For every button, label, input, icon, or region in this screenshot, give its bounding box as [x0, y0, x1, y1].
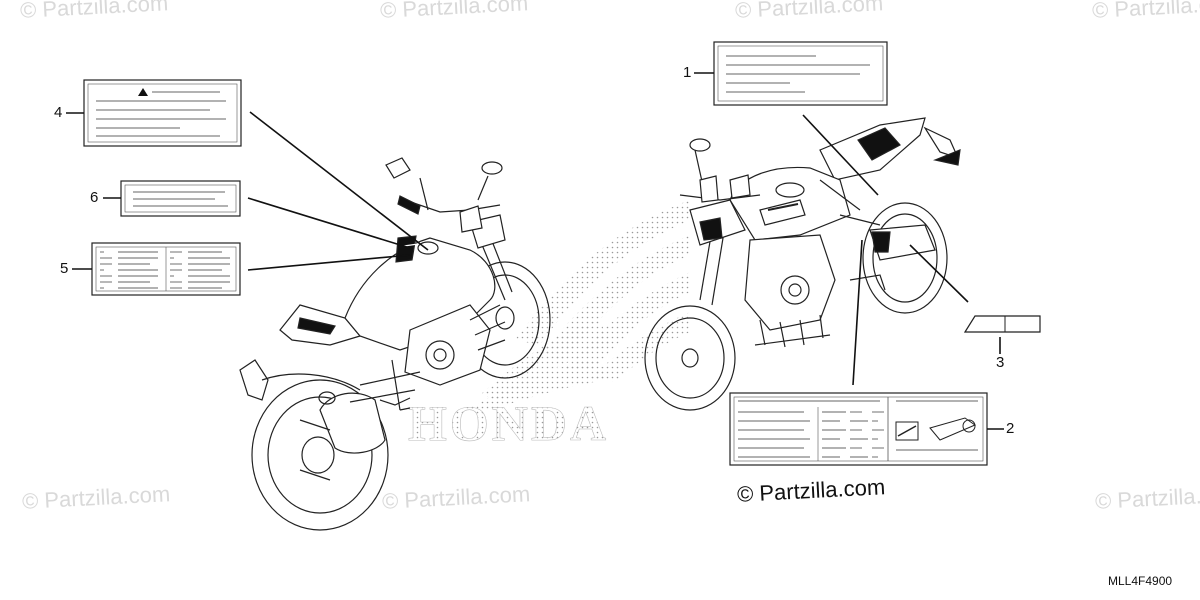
- callout-number-2: 2: [1006, 420, 1015, 437]
- callout-number-1: 1: [683, 64, 692, 81]
- label-2-tire-info-decal: [729, 392, 988, 466]
- callout-number-5: 5: [60, 260, 69, 277]
- honda-wordmark: HONDA: [408, 395, 609, 451]
- wheel-icon: [962, 419, 976, 433]
- motorcycle-rear-view: [239, 157, 551, 531]
- label-6-decal: [120, 180, 241, 217]
- warning-triangle-icon: [138, 88, 148, 96]
- label-4-warning-decal: [83, 79, 242, 147]
- label-3-decal: [963, 315, 1041, 333]
- tire-pressure-icon: [895, 421, 919, 441]
- callout-number-3: 3: [996, 354, 1005, 371]
- honda-wing-logo: [470, 200, 690, 412]
- label-5-spec-decal: [91, 242, 241, 296]
- diagram-code: MLL4F4900: [1108, 574, 1173, 588]
- motorcycle-front-view: [644, 117, 961, 411]
- callout-number-6: 6: [90, 189, 99, 206]
- leader-lines: [66, 72, 1004, 430]
- callout-number-4: 4: [54, 104, 63, 121]
- label-1-decal: [713, 41, 888, 106]
